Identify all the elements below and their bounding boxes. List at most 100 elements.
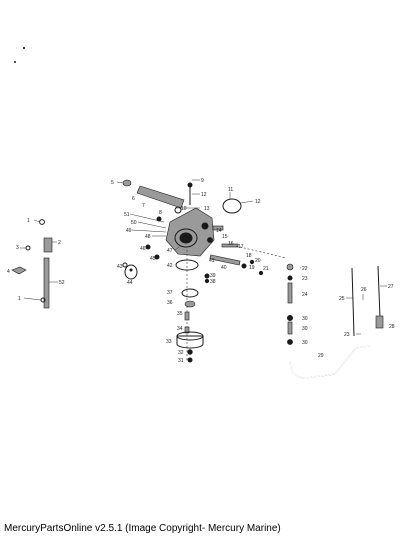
callout-34: 34 xyxy=(177,326,183,332)
callout-44: 44 xyxy=(127,280,133,286)
left-linkage-assembly xyxy=(11,219,58,309)
callout-3: 3 xyxy=(16,245,19,251)
callout-30: 30 xyxy=(302,326,308,332)
callout-45: 45 xyxy=(150,256,156,262)
part-fitting xyxy=(287,315,293,321)
callout-4: 4 xyxy=(7,269,10,275)
part-float xyxy=(175,259,199,271)
callout-30: 30 xyxy=(302,316,308,322)
callout-25: 25 xyxy=(339,296,345,302)
part-screw xyxy=(39,219,45,225)
callout-13: 13 xyxy=(204,206,210,212)
part-body xyxy=(165,207,215,257)
part-rod xyxy=(377,265,381,319)
part-jet xyxy=(184,311,190,321)
callout-22: 22 xyxy=(302,266,308,272)
part-jet xyxy=(212,225,224,231)
callout-29: 29 xyxy=(318,353,324,359)
callout-1: 1 xyxy=(27,218,30,224)
part-tube xyxy=(287,282,293,304)
part-plug xyxy=(184,326,190,334)
loose-small-parts xyxy=(122,216,162,280)
callout-24: 24 xyxy=(302,292,308,298)
callout-26: 26 xyxy=(361,287,367,293)
part-rod xyxy=(351,267,355,337)
callout-23: 23 xyxy=(344,332,350,338)
callout-12: 12 xyxy=(255,199,261,205)
part-throat xyxy=(174,228,198,248)
callout-46: 46 xyxy=(140,246,146,252)
callout-33: 33 xyxy=(166,339,172,345)
speck xyxy=(14,61,16,63)
callout-8: 8 xyxy=(159,210,162,216)
callout-30: 30 xyxy=(302,340,308,346)
part-fitting xyxy=(287,339,293,345)
part-gasket xyxy=(124,264,138,280)
part-fitting xyxy=(11,266,27,275)
part-throat-inner xyxy=(179,232,193,244)
copyright-footer: MercuryPartsOnline v2.5.1 (Image Copyrig… xyxy=(4,523,281,534)
carburetor-body xyxy=(129,207,224,257)
callout-27: 27 xyxy=(388,284,394,290)
part-sleeve xyxy=(375,315,384,329)
callout-16: 16 xyxy=(228,241,234,247)
callout-12: 12 xyxy=(201,192,207,198)
part-fitting xyxy=(201,222,209,230)
leader-line xyxy=(240,200,254,204)
part-fuel-hose xyxy=(289,345,371,379)
callout-51: 51 xyxy=(124,212,130,218)
callout-7: 7 xyxy=(142,203,145,209)
leader-line xyxy=(174,245,181,251)
callout-43: 43 xyxy=(117,264,123,270)
callout-41: 41 xyxy=(209,258,215,264)
callout-38: 38 xyxy=(210,279,216,285)
far-right-rods xyxy=(346,265,387,337)
part-clip xyxy=(258,270,264,276)
callout-36: 36 xyxy=(167,300,173,306)
part-valve xyxy=(184,300,196,308)
part-screw xyxy=(145,244,151,250)
part-bracket xyxy=(43,237,53,253)
callout-31: 31 xyxy=(178,358,184,364)
callout-18: 18 xyxy=(246,253,252,259)
part-fitting xyxy=(286,263,294,271)
part-screw xyxy=(154,254,160,260)
part-bolt xyxy=(187,357,193,363)
callout-20: 20 xyxy=(255,258,261,264)
part-washer xyxy=(287,275,293,281)
part-disc xyxy=(222,198,242,214)
part-clip xyxy=(25,245,31,251)
speck xyxy=(22,46,26,50)
part-rod xyxy=(221,243,239,248)
callout-37: 37 xyxy=(167,290,173,296)
callout-11: 11 xyxy=(228,187,233,193)
right-linkage xyxy=(209,243,287,276)
callout-1: 1 xyxy=(18,296,21,302)
callout-48: 48 xyxy=(145,234,151,240)
part-gasket xyxy=(187,349,193,355)
leader-line xyxy=(33,219,41,223)
callout-47: 47 xyxy=(167,248,173,254)
callout-6: 6 xyxy=(132,196,135,202)
callout-42: 42 xyxy=(167,263,173,269)
part-nut xyxy=(122,179,132,187)
callout-52: 52 xyxy=(59,280,65,286)
callout-32: 32 xyxy=(178,350,184,356)
part-tube xyxy=(287,321,293,335)
part-link-rod xyxy=(43,257,50,309)
part-bowl-rim xyxy=(176,331,204,341)
part-clip xyxy=(249,259,255,265)
callout-17: 17 xyxy=(238,244,244,250)
callout-49: 49 xyxy=(126,228,132,234)
callout-14: 14 xyxy=(216,228,222,234)
part-hole xyxy=(129,268,133,272)
top-lever-assembly xyxy=(116,179,200,214)
part-spring xyxy=(204,278,210,284)
callout-15: 15 xyxy=(222,234,228,240)
callout-39: 39 xyxy=(210,273,216,279)
leader-line xyxy=(23,297,42,301)
part-fuel-hose-core xyxy=(289,345,371,379)
part-screw xyxy=(156,216,162,222)
callout-50: 50 xyxy=(131,220,137,226)
